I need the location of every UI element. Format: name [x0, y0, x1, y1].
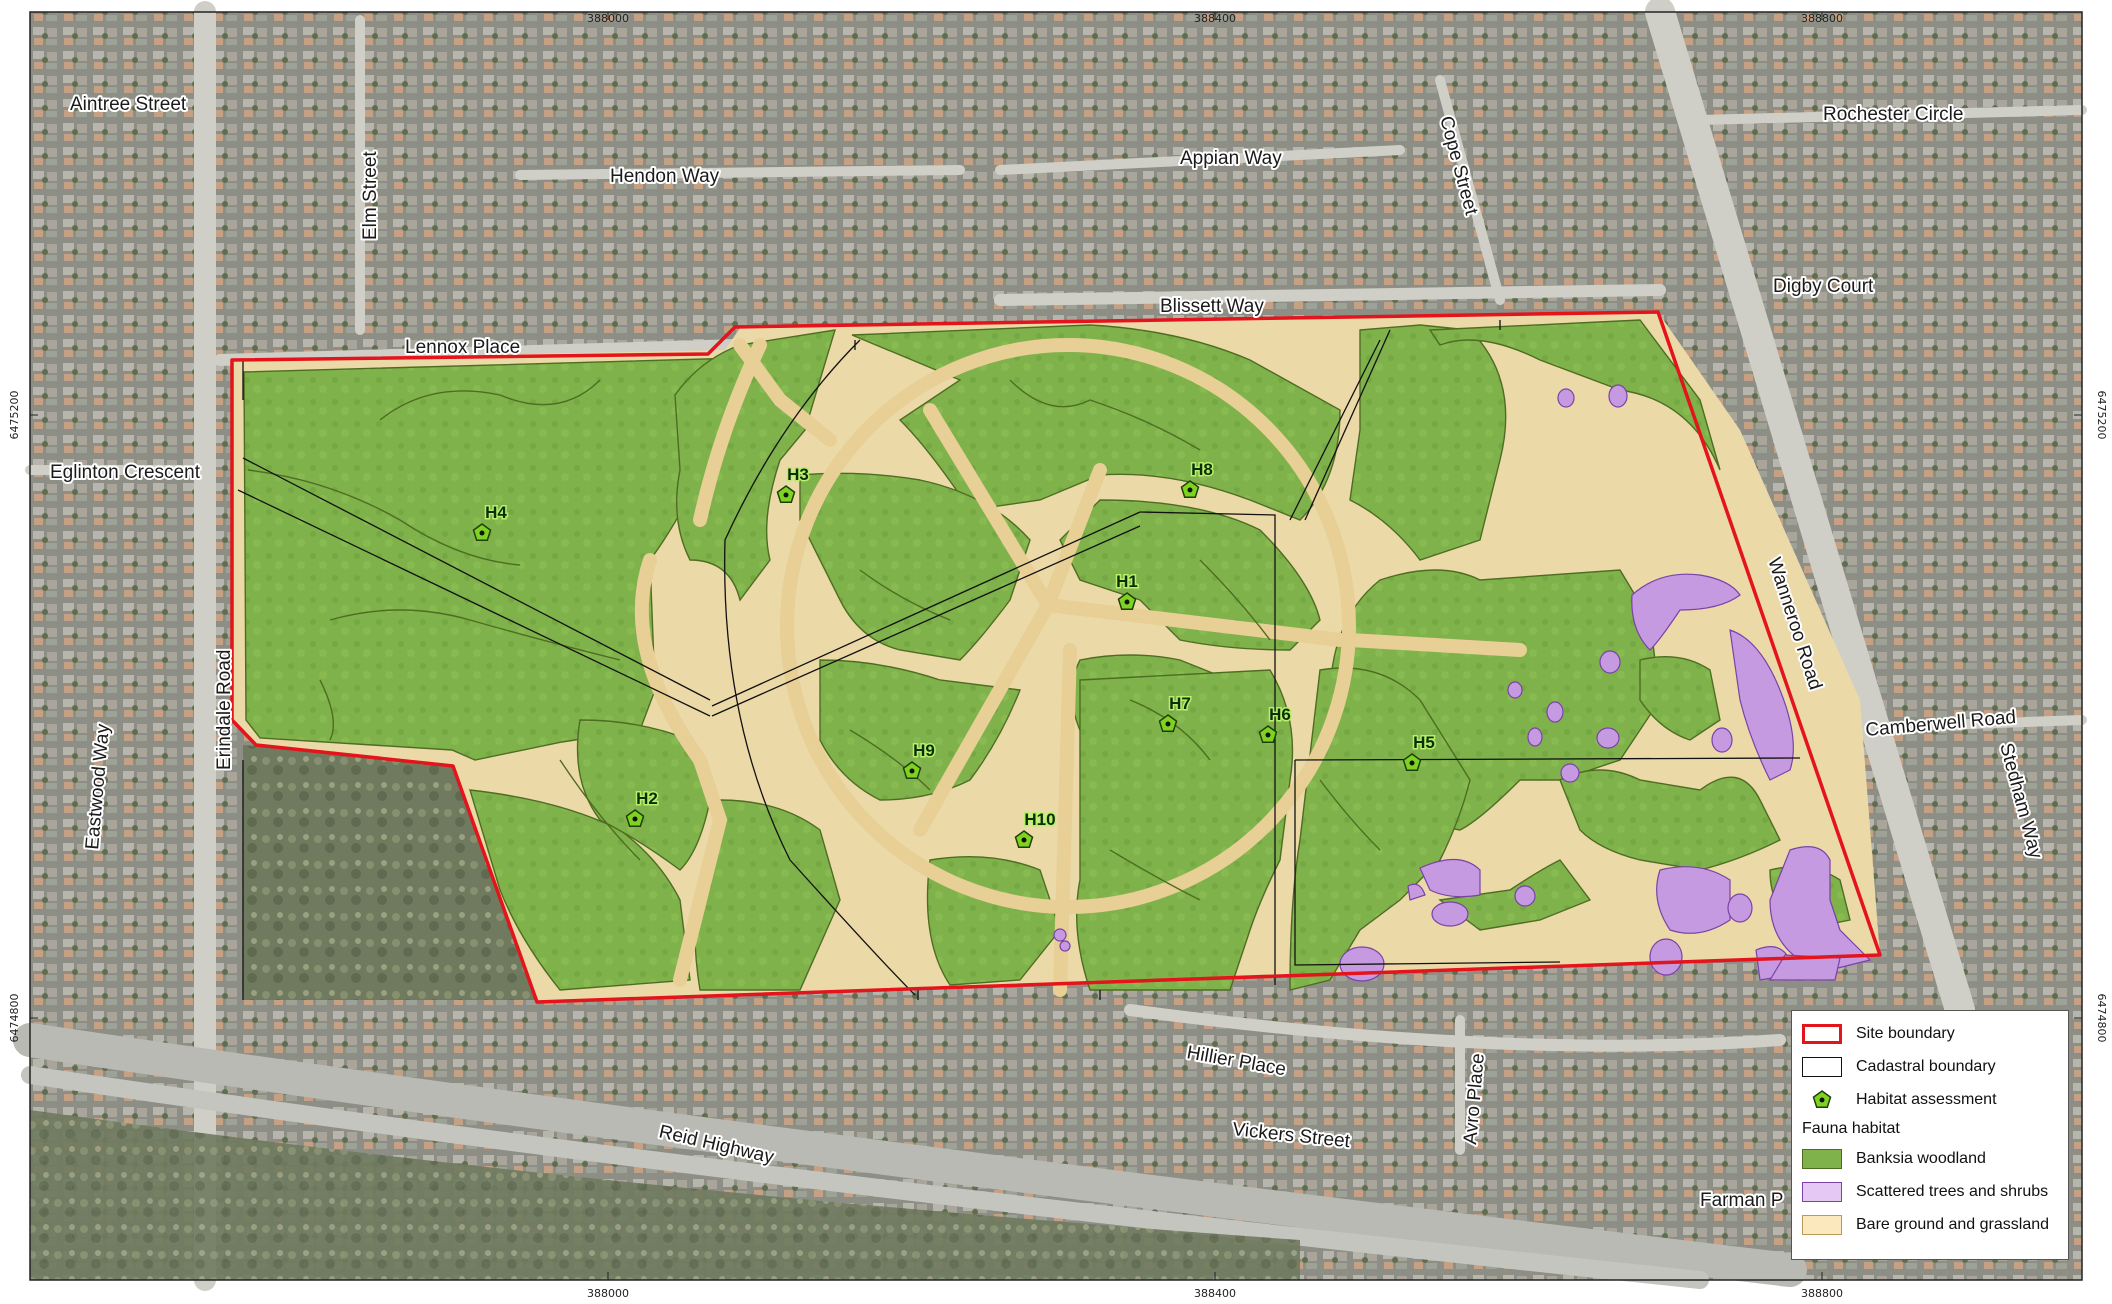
- vegetation-lines: [247, 379, 1381, 901]
- habitat-site-h10[interactable]: H10: [1014, 809, 1057, 849]
- legend-row-cadastral: Cadastral boundary: [1802, 1050, 2058, 1083]
- habitat-label-h3: H3: [787, 465, 809, 484]
- legend-label-habitat-assessment: Habitat assessment: [1856, 1090, 1997, 1108]
- scattered-trees-shrubs: [1053, 384, 1872, 982]
- roads: [13, 0, 2087, 1291]
- habitat-label-h8: H8: [1191, 460, 1213, 479]
- street-blissett: Blissett Way: [1160, 296, 1264, 317]
- habitat-label-h5: H5: [1413, 733, 1435, 752]
- habitat-site-h8[interactable]: H8: [1180, 459, 1214, 499]
- habitat-label-h10: H10: [1024, 810, 1055, 829]
- habitat-site-h2[interactable]: H2: [625, 788, 659, 828]
- legend-label-bare: Bare ground and grassland: [1856, 1215, 2050, 1233]
- coordinate-ticks: [30, 12, 2082, 1280]
- habitat-label-h7: H7: [1169, 694, 1191, 713]
- street-lennox: Lennox Place: [405, 337, 520, 358]
- street-rochester: Rochester Circle: [1823, 104, 1963, 125]
- legend-label-cadastral: Cadastral boundary: [1856, 1057, 1996, 1075]
- coord-bottom-2: 388400: [1194, 1287, 1236, 1300]
- street-appian: Appian Way: [1180, 148, 1282, 169]
- legend-swatch-cadastral: [1802, 1056, 1842, 1077]
- legend-swatch-banksia: [1802, 1148, 1842, 1169]
- coord-top-3: 388800: [1801, 12, 1843, 25]
- coord-bottom-3: 388800: [1801, 1287, 1843, 1300]
- map-legend: Site boundary Cadastral boundary Habitat…: [1791, 1010, 2069, 1260]
- habitat-site-h5[interactable]: H5: [1402, 732, 1436, 772]
- habitat-label-h2: H2: [636, 789, 658, 808]
- coord-left-2: 6474800: [8, 994, 21, 1043]
- map-frame: [29, 11, 2083, 1281]
- cadastral-lines: [237, 320, 1801, 1000]
- habitat-markers: H1 H2 H3 H4 H5 H6 H7: [472, 459, 1436, 849]
- legend-pentagon-icon: [1802, 1089, 1842, 1110]
- habitat-label-h1: H1: [1116, 572, 1138, 591]
- street-hendon: Hendon Way: [610, 166, 720, 187]
- legend-row-bare: Bare ground and grassland: [1802, 1208, 2058, 1241]
- coord-left-1: 6475200: [8, 391, 21, 440]
- legend-label-banksia: Banksia woodland: [1856, 1149, 1986, 1167]
- coord-right-2: 6474800: [2095, 994, 2108, 1043]
- bushland-south: [30, 1110, 1300, 1280]
- habitat-label-h9: H9: [913, 741, 935, 760]
- habitat-site-h6[interactable]: H6: [1258, 704, 1292, 744]
- habitat-site-h9[interactable]: H9: [902, 740, 936, 780]
- habitat-site-h7[interactable]: H7: [1158, 693, 1192, 733]
- legend-label-site-boundary: Site boundary: [1856, 1024, 1955, 1042]
- site-boundary: [230, 310, 1882, 1004]
- legend-swatch-bare: [1802, 1214, 1842, 1235]
- street-erindale: Erindale Road: [214, 650, 235, 770]
- legend-row-habitat-assessment: Habitat assessment: [1802, 1083, 2058, 1116]
- coordinate-labels: 388000 388400 388800 388000 388400 38880…: [8, 12, 2108, 1300]
- street-farman: Farman P: [1700, 1190, 1783, 1211]
- street-aintree: Aintree Street: [70, 94, 187, 115]
- coord-bottom-1: 388000: [587, 1287, 629, 1300]
- legend-swatch-site-boundary: [1802, 1023, 1842, 1044]
- coord-top-2: 388400: [1194, 12, 1236, 25]
- habitat-site-h4[interactable]: H4: [472, 502, 509, 542]
- street-digby: Digby Court: [1773, 276, 1874, 297]
- legend-row-banksia: Banksia woodland: [1802, 1142, 2058, 1175]
- habitat-site-h1[interactable]: H1: [1115, 571, 1139, 611]
- habitat-label-h6: H6: [1269, 705, 1291, 724]
- coord-right-1: 6475200: [2095, 391, 2108, 440]
- street-eglinton: Eglinton Crescent: [50, 462, 201, 483]
- legend-swatch-scattered: [1802, 1181, 1842, 1202]
- habitat-label-h4: H4: [485, 503, 507, 522]
- legend-row-site-boundary: Site boundary: [1802, 1017, 2058, 1050]
- legend-label-scattered: Scattered trees and shrubs: [1856, 1182, 2049, 1200]
- coord-top-1: 388000: [587, 12, 629, 25]
- habitat-site-h3[interactable]: H3: [776, 464, 810, 504]
- street-elm: Elm Street: [360, 151, 381, 240]
- legend-row-scattered: Scattered trees and shrubs: [1802, 1175, 2058, 1208]
- legend-heading-fauna-habitat: Fauna habitat: [1802, 1120, 1900, 1137]
